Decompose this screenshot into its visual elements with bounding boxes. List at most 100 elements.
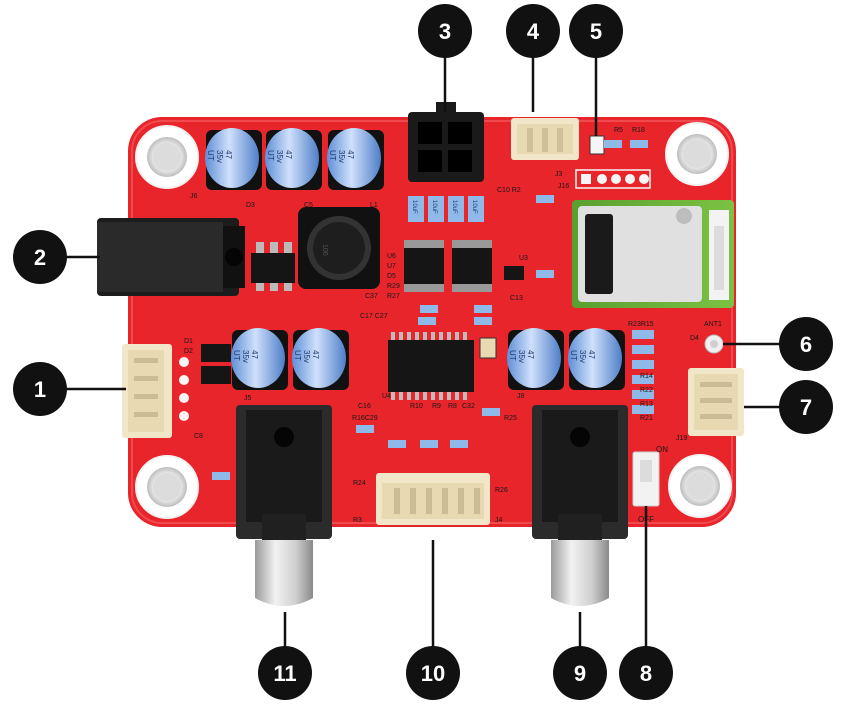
- capacitor-voltage: 35v: [517, 350, 526, 363]
- callout-badges: 1 2 3 4 5 6 7 8: [13, 4, 833, 700]
- label-j4: J4: [495, 517, 503, 524]
- callout-number: 6: [800, 332, 812, 357]
- callout-badge-9: 9: [553, 646, 607, 700]
- label-u7: U7: [387, 263, 396, 270]
- label-r27: R27: [387, 293, 400, 300]
- label-c5: C5: [304, 202, 313, 209]
- label-r10: R10: [410, 403, 423, 410]
- label-d2: D2: [184, 348, 193, 355]
- callout-badge-6: 6: [779, 317, 833, 371]
- capacitor-group-top: 47 35v UT 47 35v UT 47 35v UT: [205, 128, 384, 190]
- label-r13: R13: [640, 401, 653, 408]
- label-j5: J5: [244, 395, 252, 402]
- smd-transistor: [504, 266, 524, 280]
- callout-number: 11: [273, 661, 296, 686]
- capacitor-value: 47: [587, 350, 596, 359]
- capacitor-value: 47: [346, 150, 355, 159]
- callout-badge-11: 11: [258, 646, 312, 700]
- capacitor-group-left: 47 35v UT 47 35v UT: [231, 328, 349, 390]
- smd-capacitor-row: 10uF 10uF 10uF 10uF: [408, 196, 484, 222]
- smd-cap-label: 10uF: [431, 200, 437, 214]
- capacitor-series: UT: [232, 350, 241, 361]
- rca-jack-left: [236, 405, 332, 606]
- bluetooth-module: [572, 200, 734, 308]
- label-j8: J8: [517, 393, 525, 400]
- label-r22: R22: [640, 387, 653, 394]
- label-c13: C13: [510, 295, 523, 302]
- electrolytic-capacitor: 47 35v UT: [507, 328, 564, 390]
- label-ant1: ANT1: [704, 321, 722, 328]
- mounting-holes: [135, 122, 732, 519]
- callout-number: 8: [640, 661, 652, 686]
- callout-number: 5: [590, 19, 602, 44]
- label-u3: U3: [519, 255, 528, 262]
- label-d3: D3: [246, 202, 255, 209]
- ic-pins-bottom: [391, 392, 467, 400]
- label-r24: R24: [353, 480, 366, 487]
- label-r3: R3: [353, 517, 362, 524]
- electrolytic-capacitor: 47 35v UT: [205, 128, 262, 190]
- label-c8: C8: [194, 433, 203, 440]
- label-j19: J19: [676, 435, 687, 442]
- capacitor-voltage: 35v: [215, 150, 224, 163]
- dc-power-jack: [97, 218, 245, 296]
- capacitor-voltage: 35v: [578, 350, 587, 363]
- label-r14: R14: [640, 373, 653, 380]
- label-r5: R5: [614, 127, 623, 134]
- label-j16: J16: [558, 183, 569, 190]
- smd-cap-label: 10uF: [471, 200, 477, 214]
- label-d1: D1: [184, 338, 193, 345]
- label-c16: C16: [358, 403, 371, 410]
- label-c37: C37: [365, 293, 378, 300]
- callout-number: 3: [439, 19, 451, 44]
- label-c32: C32: [462, 403, 475, 410]
- callout-badge-10: 10: [406, 646, 460, 700]
- diodes: [201, 344, 231, 384]
- callout-number: 1: [34, 377, 46, 402]
- capacitor-series: UT: [569, 350, 578, 361]
- mounting-hole-bottom-right: [668, 454, 732, 518]
- capacitor-value: 47: [224, 150, 233, 159]
- callout-badge-8: 8: [619, 646, 673, 700]
- smd-cap-label: 10uF: [411, 200, 417, 214]
- callout-number: 9: [574, 661, 586, 686]
- mounting-hole-top-right: [665, 122, 729, 186]
- capacitor-value: 47: [526, 350, 535, 359]
- capacitor-voltage: 35v: [337, 150, 346, 163]
- mosfet-ics: [404, 240, 492, 292]
- label-r26: R26: [495, 487, 508, 494]
- callout-badge-3: 3: [418, 4, 472, 58]
- mounting-hole-bottom-left: [135, 455, 199, 519]
- callout-leader-lines: [65, 56, 780, 648]
- electrolytic-capacitor: 47 35v UT: [265, 128, 322, 190]
- molex-power-connector: [408, 102, 484, 182]
- callout-number: 4: [527, 19, 540, 44]
- label-r9: R9: [432, 403, 441, 410]
- smd-ic-regulator: [251, 242, 295, 291]
- smd-capacitor: 10uF: [408, 196, 424, 222]
- jst-connector-bottom: [376, 473, 490, 525]
- header-pads: [575, 169, 651, 189]
- callout-badge-5: 5: [569, 4, 623, 58]
- label-u6: U6: [387, 253, 396, 260]
- resistor-array: [632, 330, 654, 414]
- label-u4: U4: [382, 393, 391, 400]
- smd-capacitor: 10uF: [468, 196, 484, 222]
- callout-number: 7: [800, 395, 812, 420]
- label-c10r2: C10 R2: [497, 187, 521, 194]
- capacitor-series: UT: [328, 150, 337, 161]
- callout-number: 10: [421, 661, 445, 686]
- capacitor-value: 47: [284, 150, 293, 159]
- callout-badge-4: 4: [506, 4, 560, 58]
- jst-connector-top: [511, 118, 579, 160]
- callout-badge-2: 2: [13, 230, 67, 284]
- mounting-hole-top-left: [135, 125, 199, 189]
- label-r29: R29: [387, 283, 400, 290]
- capacitor-series: UT: [206, 150, 215, 161]
- jst-connector-left: [122, 344, 189, 438]
- capacitor-series: UT: [293, 350, 302, 361]
- label-r21: R21: [640, 415, 653, 422]
- label-r23r15: R23R15: [628, 321, 654, 328]
- status-led: [589, 135, 605, 155]
